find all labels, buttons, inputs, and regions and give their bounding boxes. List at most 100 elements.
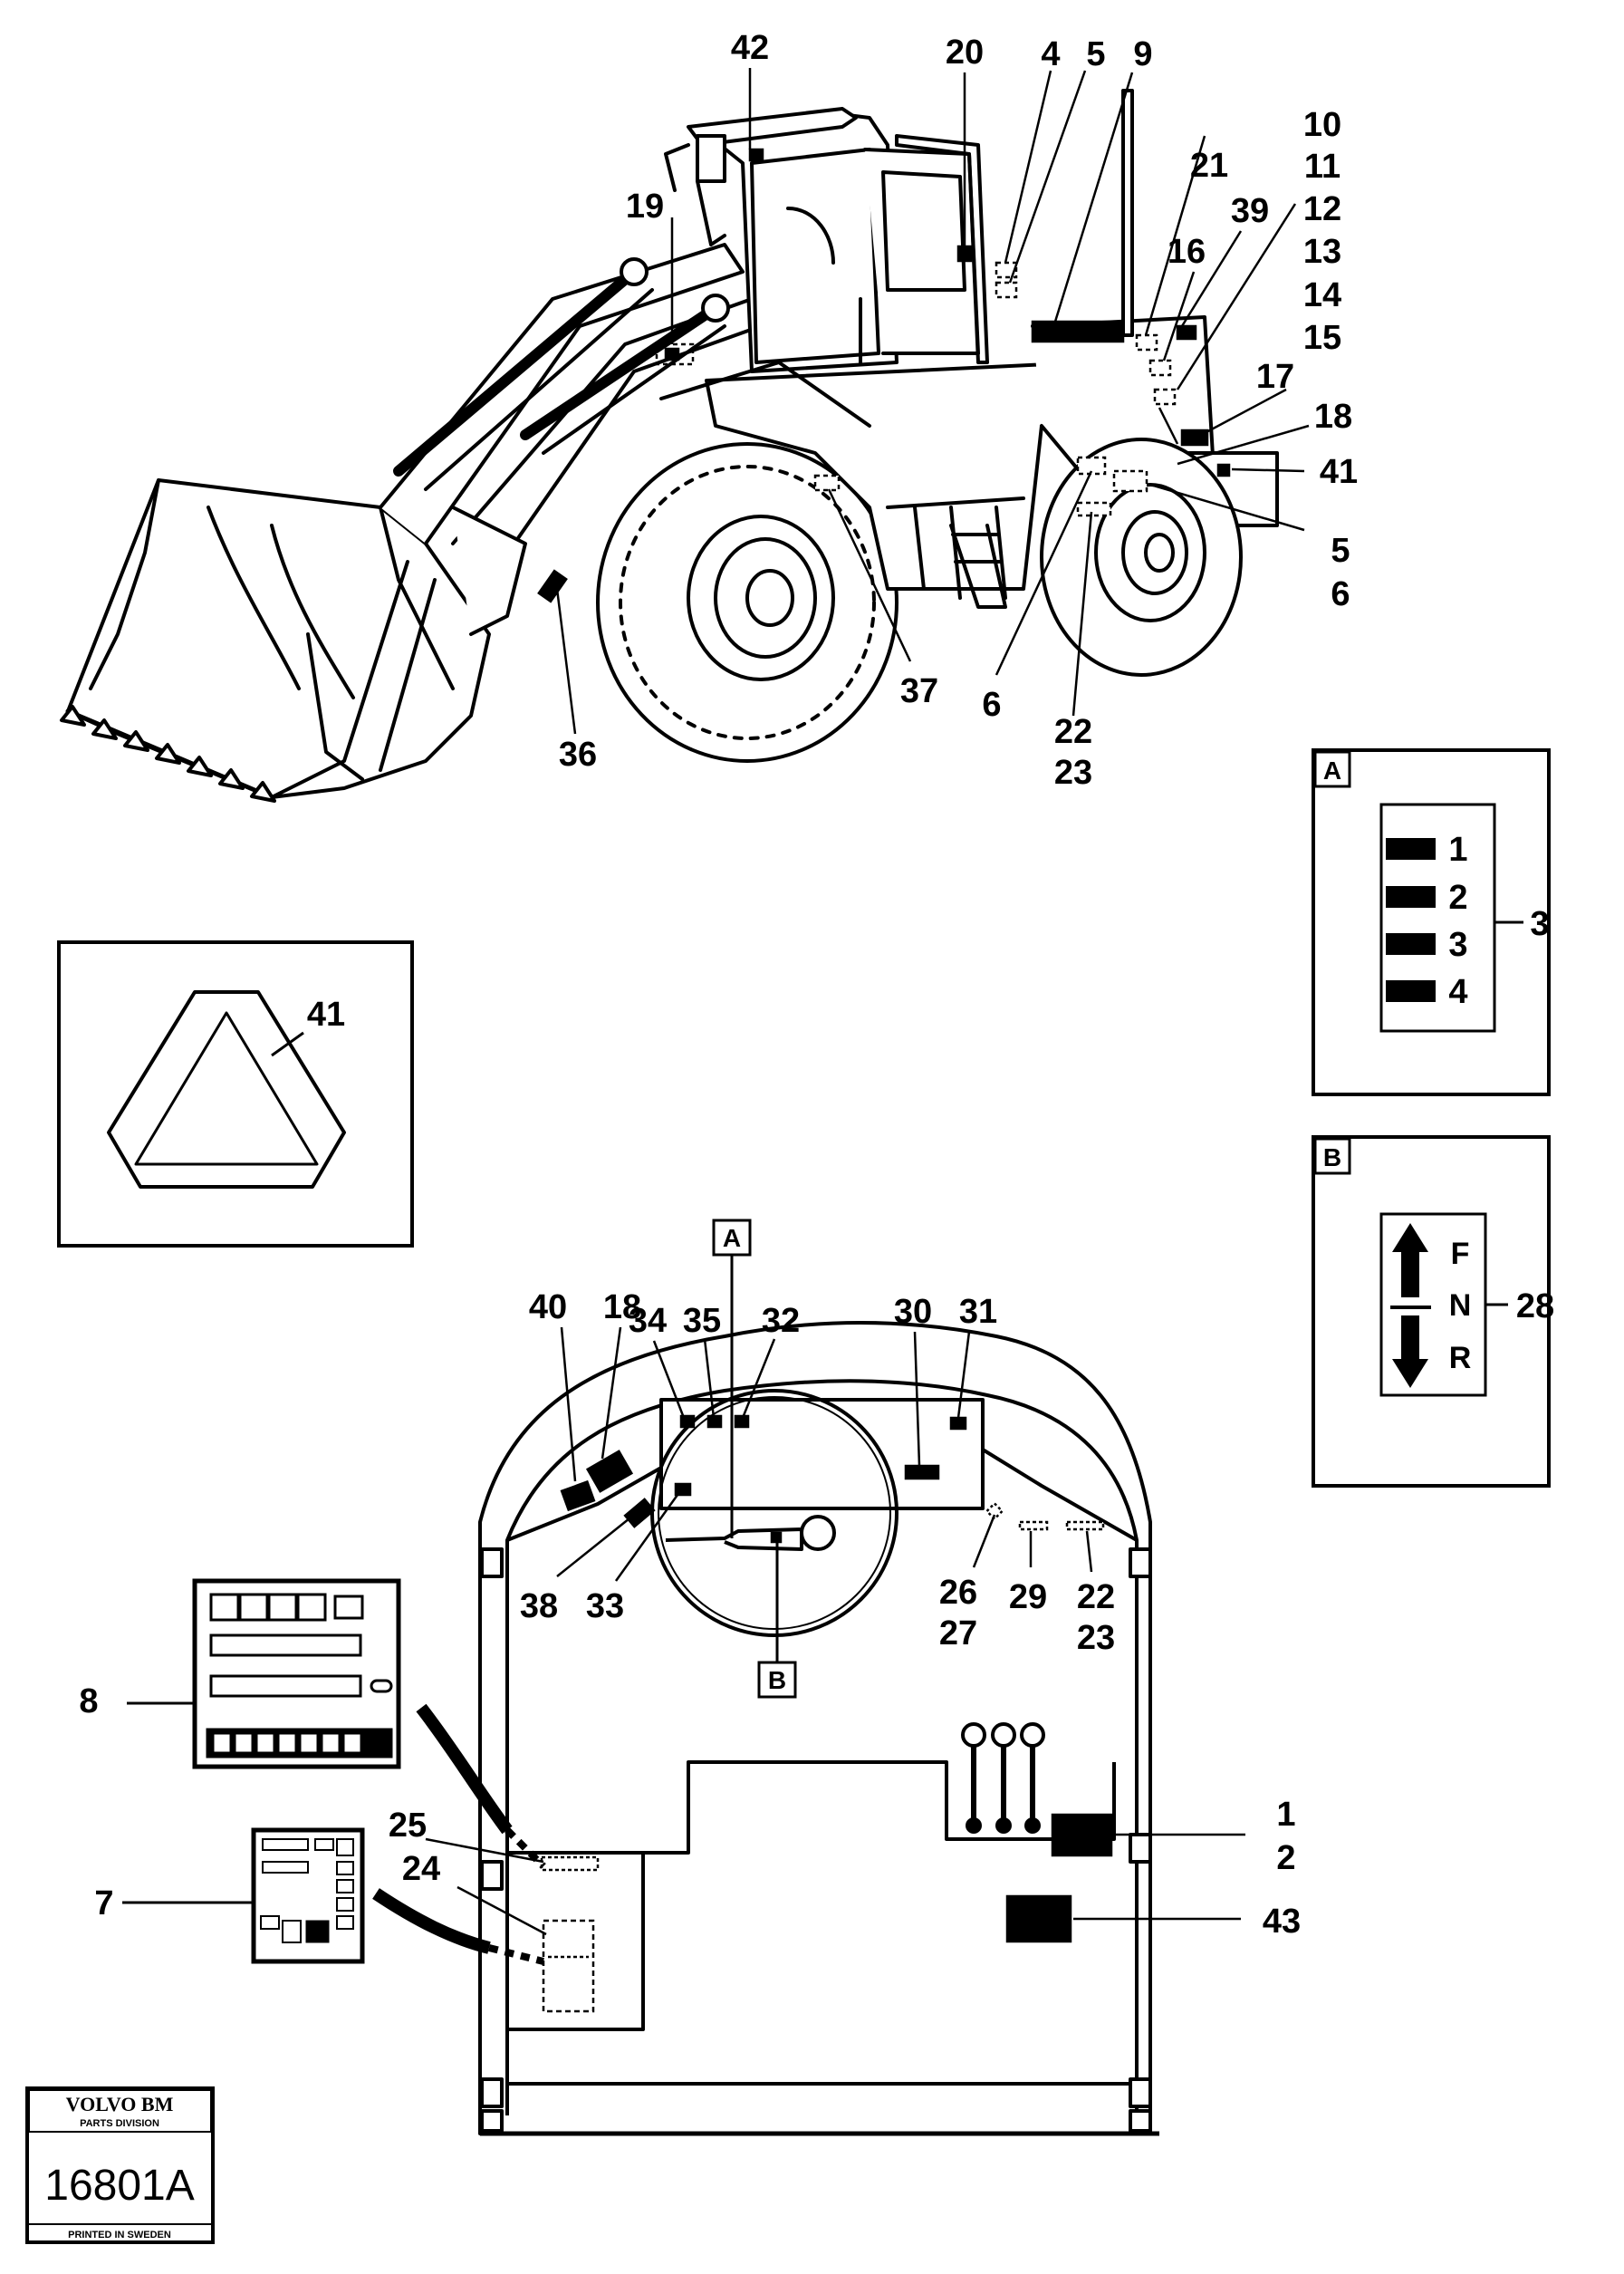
- volvo-bm-logo: VOLVO BM PARTS DIVISION 16801A PRINTED I…: [25, 2086, 215, 2244]
- callout-31: 31: [959, 1293, 997, 1331]
- decal-29-outline: [1018, 1520, 1049, 1531]
- left-console: [505, 1853, 645, 2031]
- callout-14: 14: [1303, 276, 1341, 314]
- inset-a-bar-4: [1386, 980, 1436, 1002]
- callout-23: 23: [1054, 754, 1092, 792]
- decal-24-outline: [542, 1919, 595, 2013]
- decal-1-2: [1051, 1813, 1113, 1857]
- wheel-loader-illustration: [60, 89, 1279, 803]
- gear-label-r: R: [1449, 1341, 1472, 1375]
- machine-leader-lines: [555, 68, 1310, 735]
- inset-triangle-callout: 41: [307, 996, 345, 1034]
- gear-label-f: F: [1451, 1237, 1470, 1271]
- inset-triangle-leader: [271, 1031, 304, 1057]
- cab-marker-b-box: [757, 1661, 797, 1699]
- inset-a: A 1 2 3 4 3: [1312, 748, 1551, 1096]
- callout-37: 37: [900, 672, 938, 710]
- decal-20: [956, 245, 973, 263]
- decal-30: [904, 1464, 940, 1480]
- callout-25: 25: [389, 1807, 427, 1845]
- callout-21: 21: [1190, 147, 1228, 185]
- callout-38: 38: [520, 1587, 558, 1625]
- callout-8: 8: [79, 1682, 98, 1720]
- callout-4: 4: [1041, 35, 1060, 73]
- decal-6-outline: [1076, 456, 1107, 476]
- lift-arms: [379, 243, 763, 636]
- inset-a-position-2: 2: [1448, 879, 1467, 917]
- machine-callouts: 42 20 4 5 9 10 11 12 13 14 15 21 39 16 1…: [559, 29, 1358, 792]
- callout-2: 2: [1276, 1839, 1295, 1877]
- decal-42: [748, 148, 764, 162]
- callout-16: 16: [1168, 233, 1206, 271]
- decal-panel-7: [122, 1827, 544, 1965]
- cab-marker-b: B: [768, 1666, 786, 1694]
- decal-panel-8: [127, 1578, 546, 1869]
- callout-29: 29: [1009, 1578, 1047, 1616]
- callout-13: 13: [1303, 233, 1341, 271]
- callout-7: 7: [94, 1884, 113, 1922]
- callout-17: 17: [1256, 358, 1294, 396]
- cab-decal-markers: [540, 1414, 1113, 2013]
- console-outline: [507, 1760, 1116, 1855]
- inset-a-position-4: 4: [1448, 973, 1467, 1011]
- callout-41: 41: [1320, 453, 1358, 491]
- decal-43: [1005, 1894, 1072, 1943]
- callout-36: 36: [559, 736, 597, 774]
- decal-31: [949, 1416, 967, 1431]
- cab: [664, 107, 989, 373]
- decal-39: [1176, 324, 1197, 341]
- forward-arrow-icon: [1392, 1223, 1428, 1297]
- decal-17: [1180, 429, 1209, 447]
- inset-b: B F N R 28: [1312, 1135, 1554, 1488]
- inset-a-bar-3: [1386, 933, 1436, 955]
- inset-a-position-3: 3: [1448, 926, 1467, 964]
- callout-5: 5: [1086, 35, 1105, 73]
- decal-12-outline: [1153, 388, 1177, 406]
- ladder: [949, 506, 1007, 600]
- decal-26-outline: [985, 1501, 1004, 1521]
- logo-division: PARTS DIVISION: [80, 2118, 159, 2129]
- inset-a-letter: A: [1323, 756, 1341, 785]
- callout-40: 40: [529, 1288, 567, 1326]
- decal-9: [1031, 320, 1125, 343]
- callout-9: 9: [1133, 35, 1152, 73]
- callout-11: 11: [1304, 148, 1341, 186]
- cab-inner-outline: [505, 1379, 1139, 2115]
- callout-12: 12: [1303, 190, 1341, 228]
- decal-34: [679, 1414, 696, 1429]
- decal-25-outline: [540, 1855, 600, 1872]
- decal-19-outline: [655, 342, 695, 366]
- inset-a-bar-1: [1386, 838, 1436, 860]
- decal-37-outline: [813, 474, 841, 492]
- callout-10: 10: [1303, 106, 1341, 144]
- inset-b-letter-box: [1313, 1137, 1351, 1175]
- callout-18-cab: 18: [603, 1288, 641, 1326]
- decal-38: [623, 1498, 656, 1528]
- callout-43: 43: [1263, 1903, 1301, 1941]
- decal-36: [537, 569, 568, 603]
- callout-18: 18: [1314, 398, 1352, 436]
- bucket: [60, 478, 491, 803]
- callout-35: 35: [683, 1302, 721, 1340]
- decal-32: [734, 1414, 750, 1429]
- inset-b-letter: B: [1323, 1143, 1341, 1171]
- decal-18-cab: [585, 1450, 634, 1493]
- inset-a-bar-2: [1386, 886, 1436, 908]
- callout-19: 19: [626, 188, 664, 226]
- cab-marker-a: A: [723, 1224, 741, 1252]
- callout-24: 24: [402, 1850, 440, 1888]
- logo-brand: VOLVO BM: [66, 2093, 174, 2115]
- triangle-icon: [134, 1011, 319, 1166]
- gear-label-n: N: [1449, 1288, 1472, 1323]
- callout-6b: 6: [982, 686, 1001, 724]
- callout-1: 1: [1276, 1796, 1295, 1834]
- decal-21-outline: [1135, 333, 1158, 352]
- callout-33: 33: [586, 1587, 624, 1625]
- inset-slow-vehicle-sign: 41: [57, 940, 414, 1248]
- decal-5-outline: [995, 281, 1018, 299]
- decal-33: [674, 1482, 692, 1497]
- decal-22-outline: [1076, 501, 1112, 517]
- inset-b-callout: 28: [1516, 1287, 1554, 1325]
- front-wheel: [596, 442, 898, 763]
